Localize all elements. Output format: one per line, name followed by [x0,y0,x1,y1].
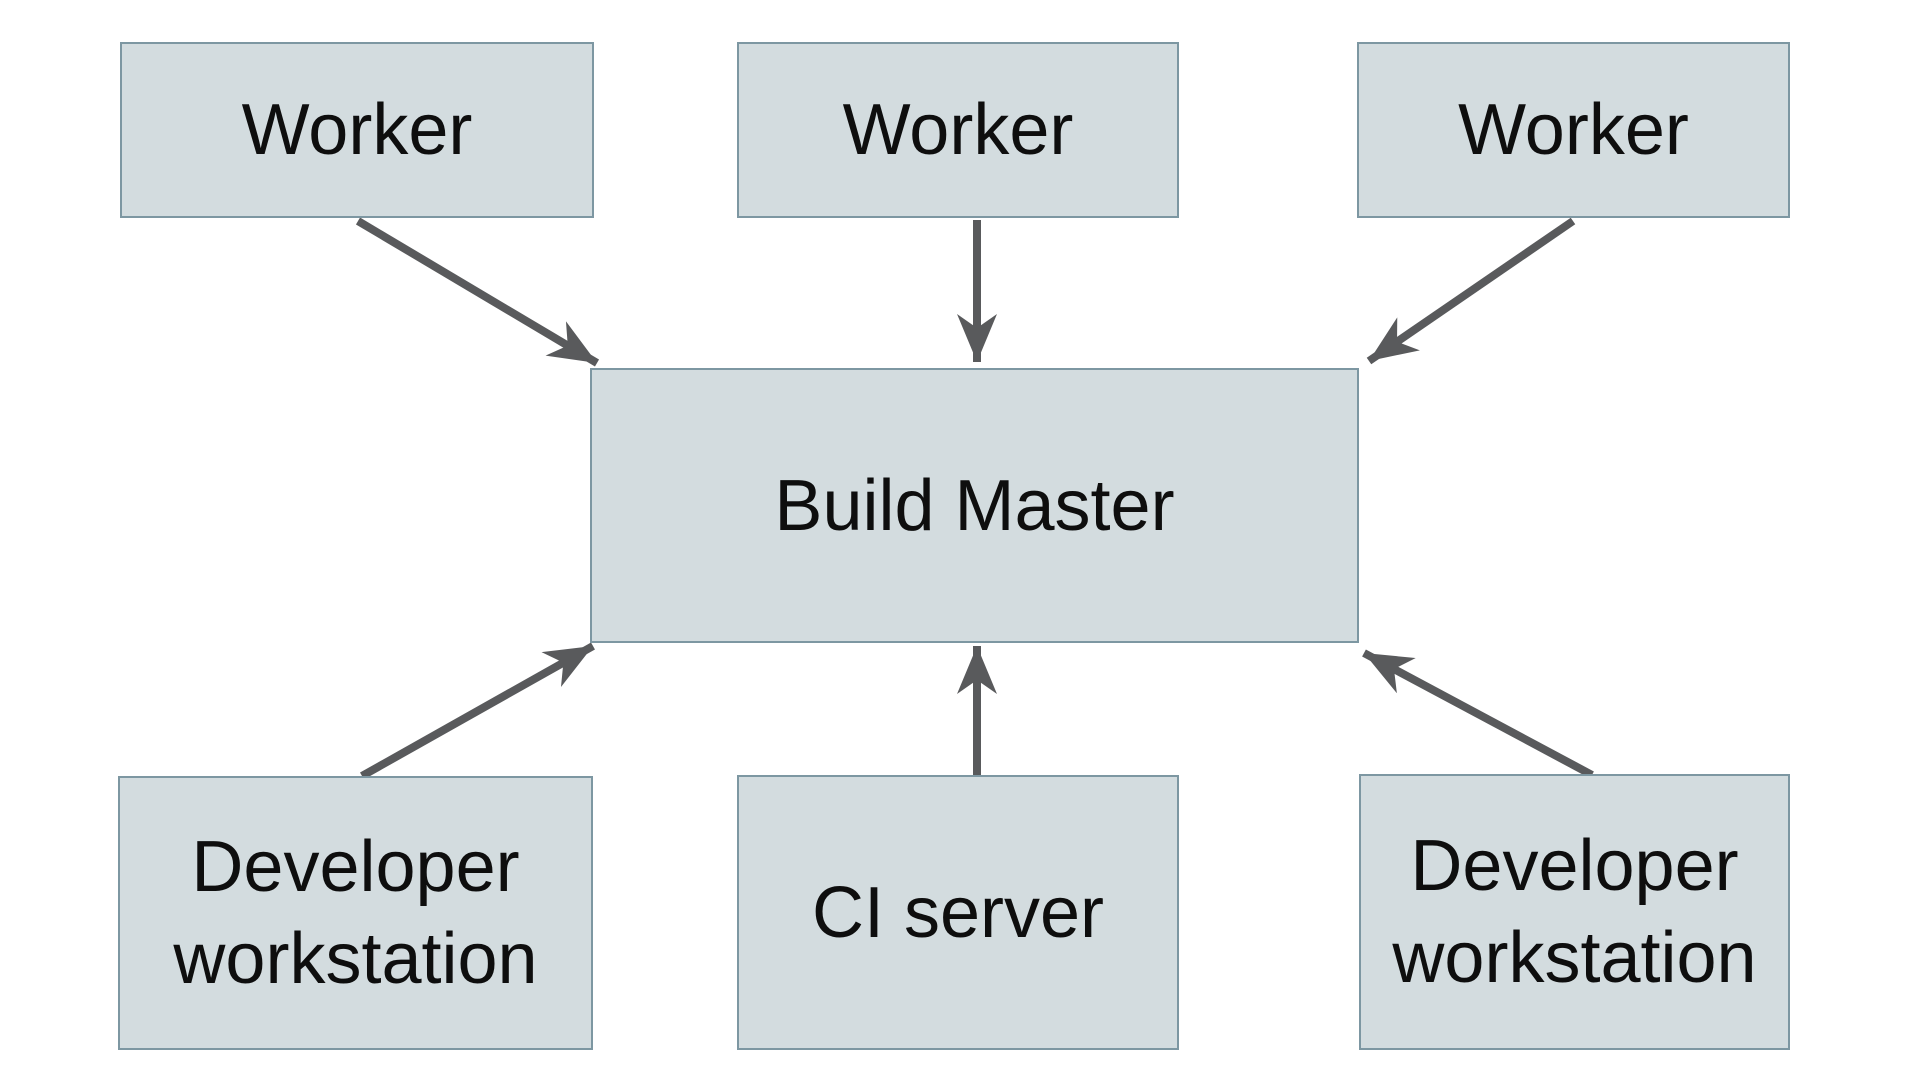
arrow-developer-workstation-right-to-build-master [1362,649,1594,779]
node-build-master: Build Master [590,368,1359,643]
node-developer-workstation-left: Developer workstation [118,776,593,1050]
arrow-developer-workstation-left-to-build-master [360,642,595,780]
node-worker-2: Worker [737,42,1179,218]
node-developer-workstation-right-label: Developer workstation [1392,826,1757,998]
node-worker-3-label: Worker [1458,90,1689,170]
node-worker-2-label: Worker [842,90,1074,170]
node-worker-1: Worker [120,42,594,218]
node-ci-server-label: CI server [811,872,1105,953]
node-ci-server: CI server [737,775,1179,1050]
arrow-worker-3-to-build-master [1366,217,1576,365]
node-worker-1-label: Worker [241,90,473,170]
node-worker-3: Worker [1357,42,1790,218]
node-developer-workstation-right: Developer workstation [1359,774,1790,1050]
node-developer-workstation-left-label: Developer workstation [173,827,538,999]
node-build-master-label: Build Master [774,465,1175,546]
arrow-worker-1-to-build-master [355,217,600,367]
